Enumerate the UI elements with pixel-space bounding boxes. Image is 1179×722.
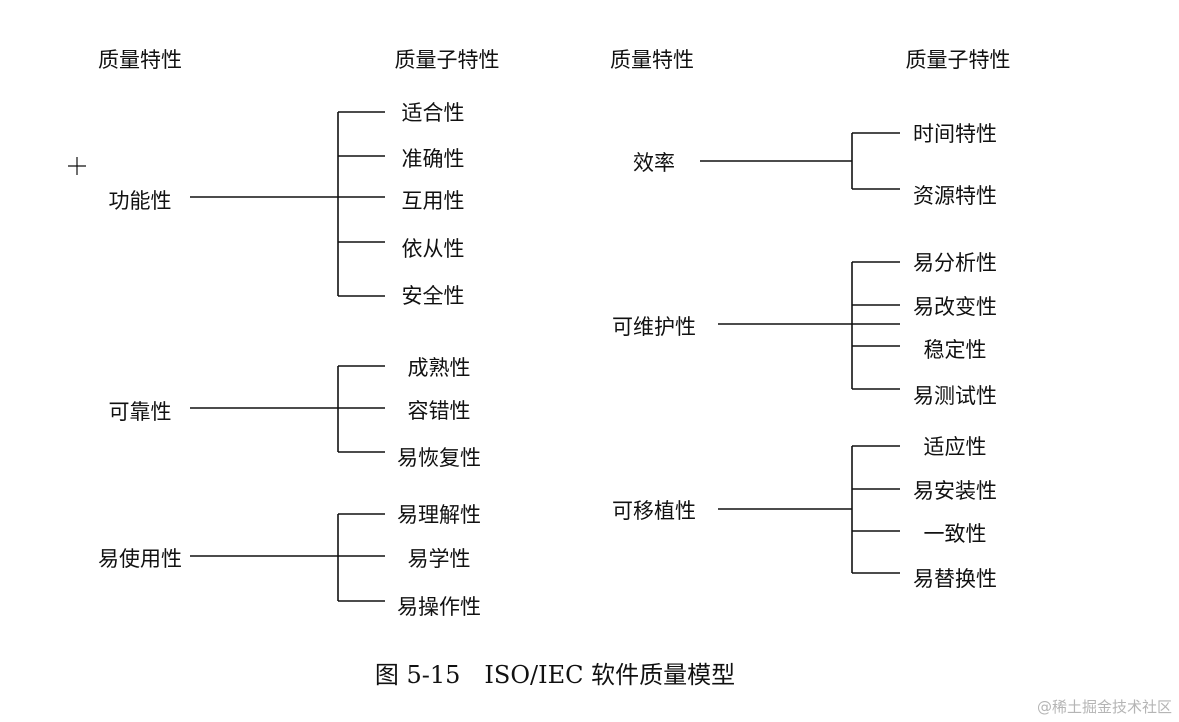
header-right-subcharacteristic: 质量子特性 [906, 48, 1011, 72]
sub-suitability: 适合性 [402, 101, 465, 125]
characteristic-portability: 可移植性 [612, 499, 696, 523]
sub-time-behaviour: 时间特性 [913, 122, 997, 146]
sub-operability: 易操作性 [397, 595, 481, 619]
group-usability: 易使用性 易理解性 易学性 易操作性 [98, 503, 481, 619]
group-functionality: 功能性 适合性 准确性 互用性 依从性 安全性 [109, 101, 465, 308]
sub-learnability: 易学性 [408, 547, 471, 571]
sub-fault-tolerance: 容错性 [408, 399, 471, 423]
sub-security: 安全性 [402, 284, 465, 308]
sub-conformance: 一致性 [924, 522, 987, 546]
sub-adaptability: 适应性 [924, 435, 987, 459]
sub-changeability: 易改变性 [913, 295, 997, 319]
sub-accuracy: 准确性 [402, 147, 465, 171]
watermark: @稀土掘金技术社区 [1037, 698, 1172, 716]
sub-replaceability: 易替换性 [913, 567, 997, 591]
group-portability: 可移植性 适应性 易安装性 一致性 易替换性 [612, 435, 997, 591]
header-right-characteristic: 质量特性 [610, 48, 694, 72]
group-reliability: 可靠性 成熟性 容错性 易恢复性 [109, 356, 482, 470]
sub-interoperability: 互用性 [402, 189, 465, 213]
sub-maturity: 成熟性 [408, 356, 471, 380]
characteristic-reliability: 可靠性 [109, 400, 172, 424]
figure-caption: 图 5-15 ISO/IEC 软件质量模型 [375, 661, 735, 689]
sub-stability: 稳定性 [924, 338, 987, 362]
characteristic-usability: 易使用性 [98, 547, 182, 571]
header-left-subcharacteristic: 质量子特性 [395, 48, 500, 72]
characteristic-functionality: 功能性 [109, 189, 172, 213]
characteristic-efficiency: 效率 [633, 151, 675, 175]
sub-testability: 易测试性 [913, 384, 997, 408]
sub-recoverability: 易恢复性 [397, 446, 481, 470]
sub-installability: 易安装性 [913, 479, 997, 503]
sub-compliance: 依从性 [402, 237, 465, 261]
characteristic-maintainability: 可维护性 [612, 315, 696, 339]
sub-resource-utilisation: 资源特性 [913, 184, 997, 208]
group-maintainability: 可维护性 易分析性 易改变性 稳定性 易测试性 [612, 251, 997, 408]
sub-understandability: 易理解性 [397, 503, 481, 527]
header-left-characteristic: 质量特性 [98, 48, 182, 72]
group-efficiency: 效率 时间特性 资源特性 [633, 122, 997, 208]
sub-analysability: 易分析性 [913, 251, 997, 275]
crosshair-cursor-icon [68, 157, 86, 175]
